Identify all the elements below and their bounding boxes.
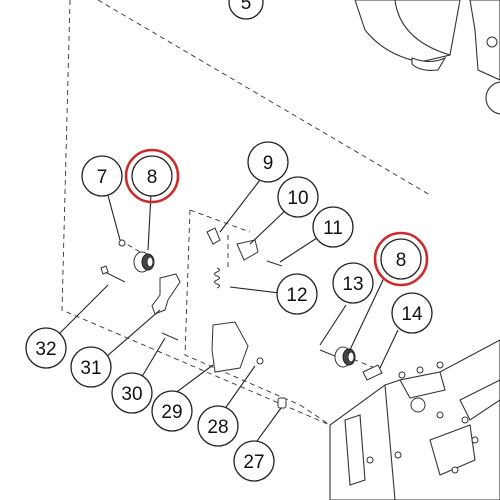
part-8-bushing-left: [133, 251, 155, 273]
callout-28: 28: [197, 405, 239, 447]
callout-11: 11: [312, 206, 354, 248]
callout-group: 5 7 8 9 10 11 12 8 13 14 32 31 30 29 28 27: [25, 0, 433, 482]
callout-30: 30: [111, 372, 153, 414]
highlight-ring: [124, 148, 180, 204]
callout-circle: [276, 273, 318, 315]
part-12-spring: [214, 267, 220, 289]
highlight-ring: [373, 231, 429, 287]
callout-8b: 8: [373, 231, 429, 287]
parts: [100, 227, 383, 409]
part-10-bracket: [236, 239, 259, 261]
callout-12: 12: [276, 273, 318, 315]
part-13-screw: [319, 349, 336, 357]
callout-7: 7: [81, 155, 123, 197]
part-31-lever: [151, 273, 181, 315]
callout-circle: [312, 206, 354, 248]
part-9-hook: [206, 227, 221, 245]
callout-10: 10: [277, 176, 319, 218]
callout-13: 13: [332, 262, 374, 304]
callout-circle: [25, 327, 67, 369]
callout-5: 5: [228, 0, 264, 20]
callout-31: 31: [70, 346, 112, 388]
callout-label: 32: [35, 339, 56, 360]
callout-27: 27: [233, 440, 275, 482]
callout-label: 8: [147, 167, 158, 188]
callout-circle: [277, 176, 319, 218]
part-32-screw: [100, 265, 126, 283]
callout-label: 11: [323, 218, 343, 239]
callout-8a: 8: [124, 148, 180, 204]
callout-circle: [151, 390, 193, 432]
callout-label: 9: [263, 153, 274, 174]
part-8-bushing-right: [334, 346, 356, 368]
part-28-nut: [256, 357, 264, 365]
callout-circle: [332, 262, 374, 304]
part-11-screw: [266, 260, 283, 267]
part-29-plate: [211, 321, 249, 373]
callout-label: 28: [207, 417, 228, 438]
callout-circle: [197, 405, 239, 447]
callout-29: 29: [151, 390, 193, 432]
frame-bracket: [329, 339, 500, 500]
callout-circle: [111, 372, 153, 414]
callout-14: 14: [391, 292, 433, 334]
callout-label: 8: [396, 250, 407, 271]
callout-circle: [70, 346, 112, 388]
callout-label: 29: [161, 402, 182, 423]
callout-label: 31: [80, 358, 101, 379]
callout-circle: [233, 440, 275, 482]
callout-circle: [228, 0, 264, 20]
callout-label: 30: [121, 384, 142, 405]
part-14-roller: [362, 364, 383, 381]
callout-circle: [380, 238, 422, 280]
callout-label: 5: [241, 0, 252, 14]
part-30-pin: [161, 332, 179, 341]
leader-lines: [57, 179, 399, 446]
callout-label: 13: [342, 274, 363, 295]
callout-label: 12: [286, 285, 307, 306]
callout-label: 27: [243, 452, 264, 473]
callout-label: 10: [287, 188, 308, 209]
callout-circle: [131, 155, 173, 197]
callout-circle: [247, 141, 289, 183]
callout-label: 14: [401, 304, 423, 325]
callout-label: 7: [97, 167, 108, 188]
part-7-nut: [118, 239, 126, 247]
part-27-spacer: [277, 397, 287, 409]
housing-component: [354, 0, 500, 115]
callout-32: 32: [25, 327, 67, 369]
callout-circle: [81, 155, 123, 197]
callout-9: 9: [247, 141, 289, 183]
callout-circle: [391, 292, 433, 334]
